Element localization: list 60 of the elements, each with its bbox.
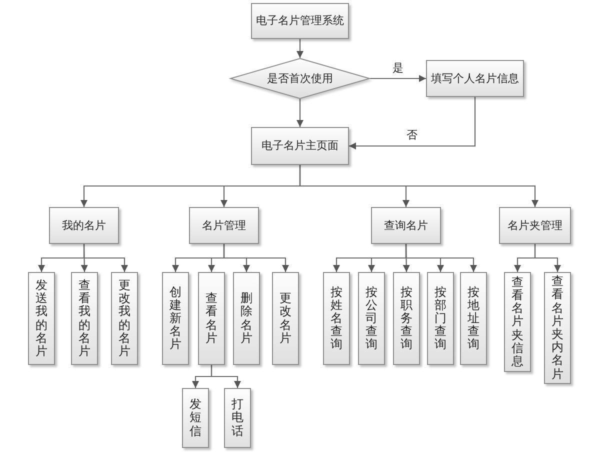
process-box xyxy=(544,272,571,384)
node-label: 按职务查询 xyxy=(400,286,412,352)
process-box xyxy=(28,272,55,365)
node-label: 更改名片 xyxy=(280,292,292,345)
process-box xyxy=(504,272,531,372)
node-label: 名片管理 xyxy=(202,218,246,232)
connector-arrow xyxy=(83,244,128,272)
process-box xyxy=(426,60,524,97)
process-box xyxy=(251,127,349,165)
node-label: 删除名片 xyxy=(240,292,252,345)
node-label: 按地址查询 xyxy=(468,286,480,352)
node-label: 查看名片 xyxy=(206,292,218,345)
process-box xyxy=(371,207,441,244)
connector-arrow xyxy=(296,99,304,127)
node-label: 发短信 xyxy=(190,398,202,438)
connector-arrow xyxy=(405,244,477,272)
node-label: 发送我的名片 xyxy=(36,278,48,358)
process-box xyxy=(499,207,571,244)
decision-diamond xyxy=(230,58,370,99)
process-box xyxy=(189,207,259,244)
node-label: 填写个人名片信息 xyxy=(431,72,519,86)
node-label: 名片夹管理 xyxy=(508,218,562,232)
node-label: 查看名片夹信息 xyxy=(512,276,524,368)
connector-arrow xyxy=(534,244,561,272)
node-label: 创建新名片 xyxy=(170,286,182,352)
process-box xyxy=(233,272,260,365)
node-label: 我的名片 xyxy=(62,218,106,232)
node-label: 打电话 xyxy=(232,398,244,438)
node-label: 按姓名查询 xyxy=(330,286,342,352)
process-box xyxy=(393,272,420,365)
process-box xyxy=(111,272,138,365)
node-label: 查看名片夹内名片 xyxy=(552,275,564,381)
process-box xyxy=(251,3,349,39)
process-box xyxy=(460,272,487,365)
node-label: 查询名片 xyxy=(384,218,428,232)
connector-arrow xyxy=(299,165,538,207)
node-label: 按公司查询 xyxy=(366,286,378,352)
edge-label: 否 xyxy=(404,128,420,142)
node-label: 电子名片管理系统 xyxy=(256,14,344,28)
process-box xyxy=(49,207,119,244)
process-box xyxy=(358,272,385,365)
process-box xyxy=(182,388,209,448)
process-box xyxy=(71,272,98,365)
connector-arrow xyxy=(223,244,289,272)
node-label: 电子名片主页面 xyxy=(262,139,338,153)
node-label: 按部门查询 xyxy=(434,286,446,352)
process-box xyxy=(272,272,299,365)
process-box xyxy=(323,272,350,365)
process-box xyxy=(427,272,454,365)
process-box xyxy=(162,272,189,365)
edge-label: 是 xyxy=(390,60,406,74)
node-label: 更改我的名片 xyxy=(118,278,130,358)
connector-arrow xyxy=(296,39,304,58)
process-box xyxy=(198,272,225,365)
connector-arrow xyxy=(370,75,426,82)
node-label: 是否首次使用 xyxy=(267,72,333,86)
node-label: 查看我的名片 xyxy=(78,278,90,358)
connector-arrow xyxy=(349,97,476,150)
connector-arrow xyxy=(210,365,241,388)
process-box xyxy=(224,388,251,448)
